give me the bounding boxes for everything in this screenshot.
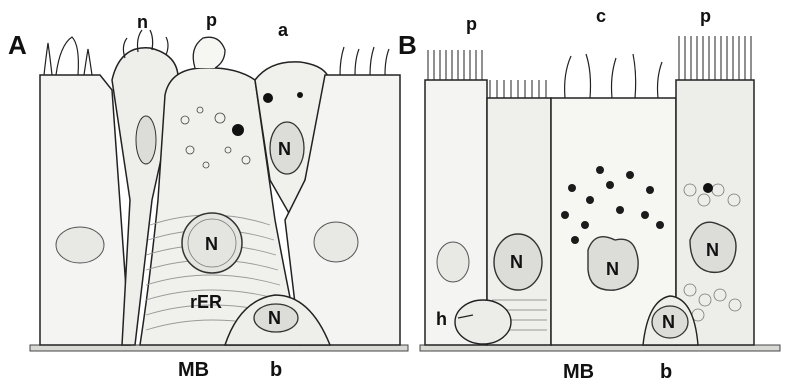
dense-granule-a — [232, 124, 244, 136]
label-mb-b: MB — [563, 361, 594, 383]
label-n-apical: N — [278, 139, 291, 159]
label-n-center-b: N — [606, 259, 619, 279]
right-principal-cell-b — [676, 80, 754, 345]
label-p-left: p — [466, 14, 477, 34]
label-n-basal-a: N — [268, 308, 281, 328]
label-a: a — [278, 20, 289, 40]
left-cell-nucleus-b — [437, 242, 469, 282]
label-p-right: p — [700, 6, 711, 26]
label-b-b: b — [660, 361, 672, 383]
label-h: h — [436, 309, 447, 329]
label-b-a: b — [270, 359, 282, 381]
halo-cell — [455, 300, 511, 344]
label-p-a: p — [206, 10, 217, 30]
label-n-basal-b: N — [662, 312, 675, 332]
panel-letter-a: A — [8, 30, 27, 60]
right-cell-nucleus — [314, 222, 358, 262]
label-n-central: N — [205, 234, 218, 254]
principal-cell-bleb — [193, 37, 225, 68]
label-n-right-b: N — [706, 240, 719, 260]
label-n-left-b: N — [510, 252, 523, 272]
narrow-cell-nucleus — [136, 116, 156, 164]
label-rer: rER — [190, 292, 222, 312]
label-c: c — [596, 6, 606, 26]
basement-membrane-b — [420, 345, 780, 351]
label-n: n — [137, 12, 148, 32]
left-cell-nucleus — [56, 227, 104, 263]
basement-membrane-a — [30, 345, 408, 351]
label-mb-a: MB — [178, 359, 209, 381]
panel-letter-b: B — [398, 30, 417, 60]
